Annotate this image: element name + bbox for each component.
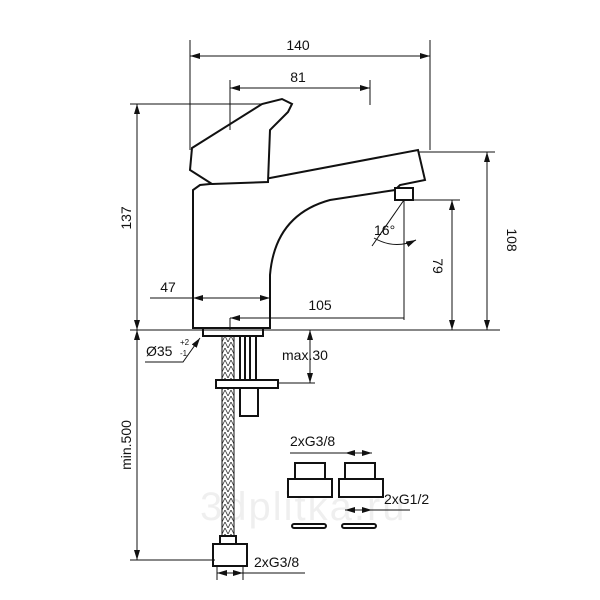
dim-base-diameter: Ø35 bbox=[146, 343, 173, 359]
dim-hose-thread: 2xG3/8 bbox=[254, 554, 299, 570]
dim-body-width: 47 bbox=[160, 279, 176, 295]
dim-adapter-thread-bottom: 2xG1/2 bbox=[384, 491, 429, 507]
adapters bbox=[287, 462, 384, 529]
dim-height-total: 137 bbox=[118, 206, 134, 230]
dim-width-total: 140 bbox=[286, 37, 310, 53]
dim-spout-reach: 105 bbox=[308, 297, 332, 313]
faucet-body bbox=[188, 97, 427, 329]
dim-adapter-thread-top: 2xG3/8 bbox=[290, 433, 335, 449]
dim-spray-angle: 16° bbox=[374, 222, 395, 238]
dim-spout-height: 108 bbox=[504, 228, 520, 252]
dim-base-tol-lower: -1 bbox=[180, 349, 188, 358]
dim-max-thickness: max.30 bbox=[282, 347, 328, 363]
dim-lever-offset: 81 bbox=[290, 69, 306, 85]
mounting-assembly bbox=[202, 327, 279, 567]
dim-outlet-height: 79 bbox=[430, 258, 446, 274]
dim-hose-length: min.500 bbox=[118, 420, 134, 470]
dimension-lines bbox=[130, 40, 500, 580]
dim-base-tol-upper: +2 bbox=[180, 338, 190, 347]
